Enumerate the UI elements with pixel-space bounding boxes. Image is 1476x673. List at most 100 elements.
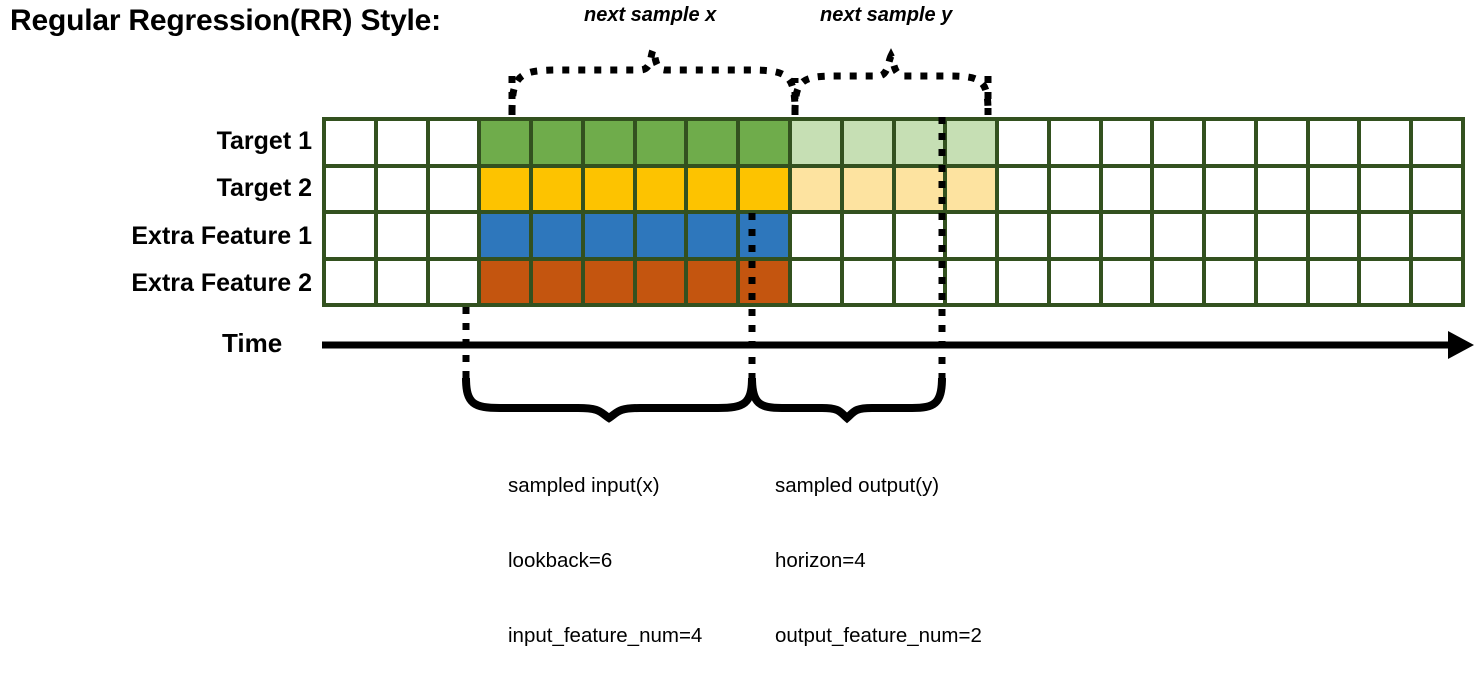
row-label-extra-feature-2: Extra Feature 2 <box>131 269 312 297</box>
grid-cell-r1-c13 <box>947 121 996 164</box>
sampled-input-line-2: lookback=6 <box>508 549 613 572</box>
sampled-output-line-1: sampled output(y) <box>775 474 940 497</box>
grid-cell-r2-c14 <box>999 167 1047 210</box>
sampled-output-line-2: horizon=4 <box>775 549 866 572</box>
grid-cell-r1-c18 <box>1206 121 1254 164</box>
grid-cell-r4-c3 <box>429 260 478 303</box>
grid-cell-r4-c20 <box>1309 260 1358 303</box>
grid-cell-r2-c13 <box>947 167 996 210</box>
grid-cell-r3-c12 <box>895 214 944 257</box>
grid-cell-r2-c7 <box>636 167 685 210</box>
grid-cell-r3-c1 <box>326 214 374 257</box>
grid-cell-r3-c11 <box>843 214 892 257</box>
grid-cell-r2-c1 <box>326 167 374 210</box>
grid-cell-r2-c16 <box>1102 167 1151 210</box>
grid-cell-r4-c18 <box>1206 260 1254 303</box>
grid-cell-r4-c12 <box>895 260 944 303</box>
grid-cell-r1-c1 <box>326 121 374 164</box>
grid-cell-r3-c16 <box>1102 214 1151 257</box>
grid-cell-r1-c12 <box>895 121 944 164</box>
grid-cell-r4-c5 <box>533 260 581 303</box>
grid-cell-r2-c11 <box>843 167 892 210</box>
sampled-input-line-3: input_feature_num=4 <box>508 624 703 647</box>
grid-cell-r1-c3 <box>429 121 478 164</box>
grid-cell-r1-c20 <box>1309 121 1358 164</box>
brace-sampled-input <box>462 377 756 423</box>
grid-cell-r2-c21 <box>1361 167 1410 210</box>
grid-cell-r1-c11 <box>843 121 892 164</box>
grid-cell-r3-c8 <box>688 214 737 257</box>
grid-cell-r4-c11 <box>843 260 892 303</box>
brace-next-sample-y <box>791 48 992 113</box>
grid-cell-r3-c14 <box>999 214 1047 257</box>
row-label-target-1: Target 1 <box>216 127 312 155</box>
grid-cell-r3-c3 <box>429 214 478 257</box>
grid-cell-r2-c18 <box>1206 167 1254 210</box>
grid-cell-r1-c10 <box>791 121 840 164</box>
guide-lines <box>462 70 992 378</box>
grid-cell-r2-c9 <box>740 167 788 210</box>
grid-cell-r3-c13 <box>947 214 996 257</box>
next-sample-x-label: next sample x <box>584 4 717 26</box>
grid-cell-r2-c15 <box>1050 167 1099 210</box>
grid-cell-r1-c22 <box>1413 121 1461 164</box>
grid-cell-r1-c4 <box>481 121 530 164</box>
timeline-grid <box>322 117 1465 307</box>
grid-cell-r2-c5 <box>533 167 581 210</box>
grid-cell-r2-c12 <box>895 167 944 210</box>
grid-cell-r2-c8 <box>688 167 737 210</box>
grid-cell-r2-c10 <box>791 167 840 210</box>
grid-cell-r4-c21 <box>1361 260 1410 303</box>
grid-cell-r2-c17 <box>1154 167 1203 210</box>
grid-cell-r2-c20 <box>1309 167 1358 210</box>
brace-sampled-output <box>748 377 946 424</box>
grid-cell-r3-c2 <box>377 214 426 257</box>
grid-cell-r1-c14 <box>999 121 1047 164</box>
grid-cell-r4-c4 <box>481 260 530 303</box>
grid-cell-r1-c15 <box>1050 121 1099 164</box>
sampled-output-line-3: output_feature_num=2 <box>775 624 982 647</box>
grid-cell-r1-c17 <box>1154 121 1203 164</box>
grid-cell-r3-c22 <box>1413 214 1461 257</box>
grid-cell-r3-c21 <box>1361 214 1410 257</box>
time-axis-label: Time <box>222 328 283 358</box>
row-label-extra-feature-1: Extra Feature 1 <box>131 222 312 250</box>
time-axis-arrow <box>322 331 1474 359</box>
row-label-target-2: Target 2 <box>216 174 312 202</box>
grid-cell-r1-c5 <box>533 121 581 164</box>
grid-cell-r4-c15 <box>1050 260 1099 303</box>
grid-cell-r2-c19 <box>1257 167 1306 210</box>
grid-cell-r1-c19 <box>1257 121 1306 164</box>
brace-next-sample-x <box>508 42 799 113</box>
grid-cell-r4-c10 <box>791 260 840 303</box>
grid-cell-r3-c7 <box>636 214 685 257</box>
sampled-input-line-1: sampled input(x) <box>508 474 660 497</box>
grid-cell-r4-c6 <box>584 260 633 303</box>
grid-cell-r1-c2 <box>377 121 426 164</box>
grid-cell-r1-c7 <box>636 121 685 164</box>
page-title: Regular Regression(RR) Style: <box>10 4 441 37</box>
grid-cell-r2-c3 <box>429 167 478 210</box>
grid-cell-r3-c5 <box>533 214 581 257</box>
grid-cell-r3-c18 <box>1206 214 1254 257</box>
grid-cell-r1-c8 <box>688 121 737 164</box>
grid-cell-r2-c2 <box>377 167 426 210</box>
grid-cell-r4-c16 <box>1102 260 1151 303</box>
grid-cell-r2-c4 <box>481 167 530 210</box>
grid-cell-r1-c16 <box>1102 121 1151 164</box>
next-sample-y-label: next sample y <box>820 4 953 26</box>
grid-cell-r4-c1 <box>326 260 374 303</box>
grid-cell-r4-c8 <box>688 260 737 303</box>
grid-cell-r4-c17 <box>1154 260 1203 303</box>
row-label-column: Target 1 Target 2 Extra Feature 1 Extra … <box>0 117 312 307</box>
grid-cell-r3-c4 <box>481 214 530 257</box>
grid-cell-r1-c6 <box>584 121 633 164</box>
grid-cell-r4-c19 <box>1257 260 1306 303</box>
grid-cell-r4-c7 <box>636 260 685 303</box>
grid-cell-r3-c17 <box>1154 214 1203 257</box>
grid-cell-r4-c22 <box>1413 260 1461 303</box>
grid-cell-r1-c21 <box>1361 121 1410 164</box>
grid-cell-r3-c10 <box>791 214 840 257</box>
grid-cell-r2-c22 <box>1413 167 1461 210</box>
grid-cell-r3-c15 <box>1050 214 1099 257</box>
